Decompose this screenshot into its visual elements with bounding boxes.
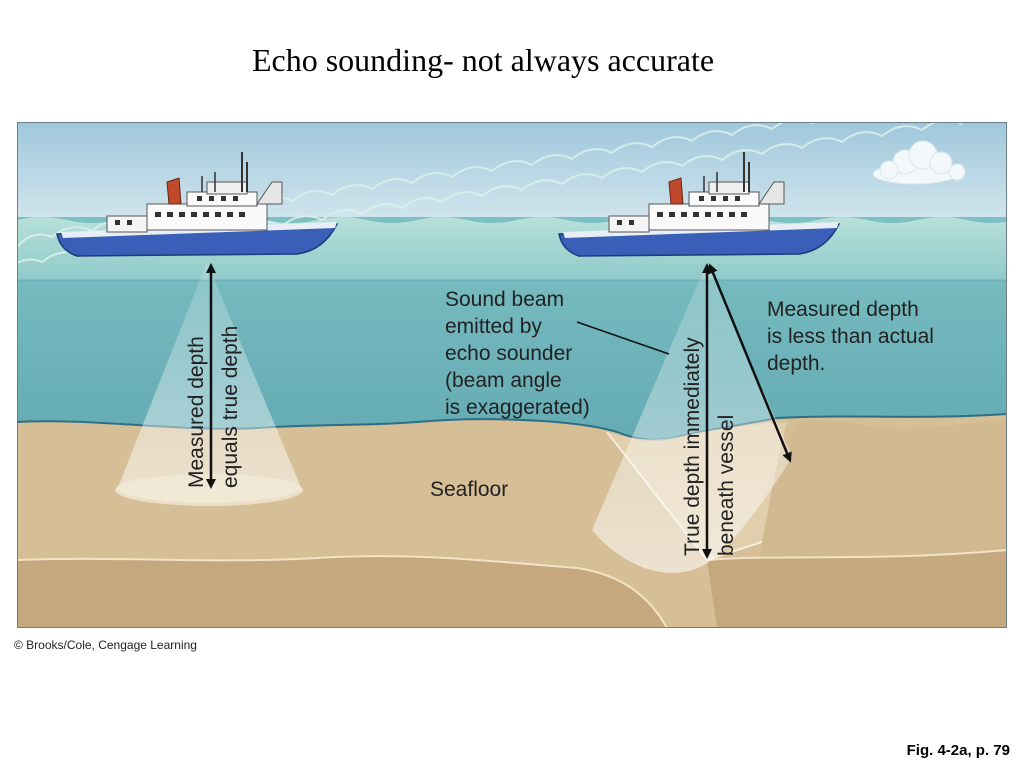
copyright-credit: © Brooks/Cole, Cengage Learning (14, 638, 197, 652)
measured-label-line-2: is less than actual (767, 325, 934, 348)
sediment-layer-right (707, 550, 1007, 628)
right-sound-beam (592, 262, 792, 573)
beam-label-line-3: echo sounder (445, 342, 572, 365)
right-arrow-label-2: beneath vessel (715, 415, 738, 556)
seafloor-label: Seafloor (430, 478, 508, 501)
ship-right (558, 152, 841, 257)
beam-label-line-1: Sound beam (445, 288, 564, 311)
left-beam-footprint (115, 474, 303, 506)
beam-label-line-2: emitted by (445, 315, 542, 338)
figure-border (17, 122, 1007, 628)
ship-left (56, 152, 339, 257)
figure-reference: Fig. 4-2a, p. 79 (906, 742, 1010, 759)
measured-depth-arrow (708, 263, 792, 463)
left-arrow-label-2: equals true depth (219, 326, 242, 488)
funnel (668, 177, 684, 205)
beam-label-leader (576, 321, 670, 355)
sediment-layer (17, 556, 667, 628)
slide-title: Echo sounding- not always accurate (251, 42, 715, 78)
beam-label-line-4: (beam angle (445, 369, 562, 392)
beam-label-line-5: is exaggerated) (445, 396, 590, 419)
measured-label-line-3: depth. (767, 352, 825, 375)
funnel (166, 177, 182, 205)
beam-label: Sound beam emitted by echo sounder (beam… (445, 288, 590, 419)
echo-sounding-figure: Measured depth equals true depth Sound b… (17, 122, 1007, 628)
left-arrow-label-1: Measured depth (185, 336, 208, 488)
measured-label-line-1: Measured depth (767, 298, 919, 321)
cloud (872, 140, 966, 185)
right-arrow-label-1: True depth immediately (681, 337, 704, 556)
measured-label: Measured depth is less than actual depth… (767, 298, 940, 375)
